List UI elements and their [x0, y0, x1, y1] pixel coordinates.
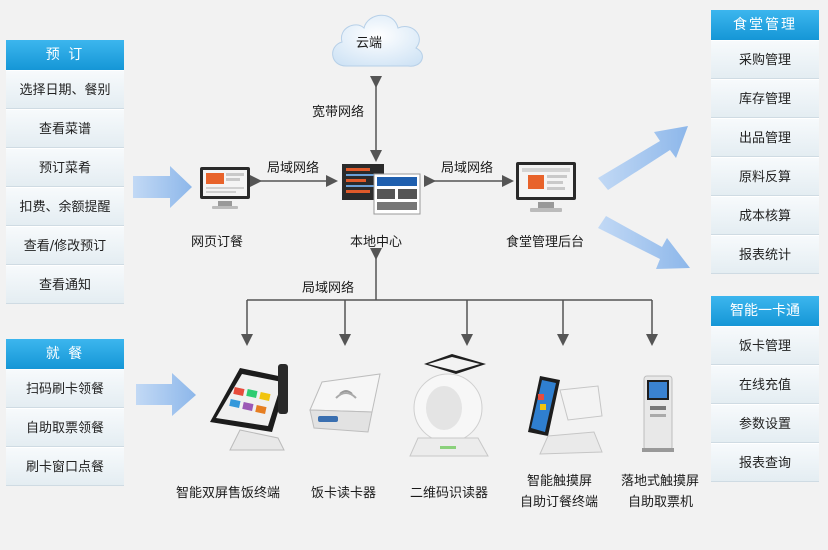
terminal-label: 落地式触摸屏	[621, 474, 700, 489]
smart-card-item[interactable]: 在线充值	[711, 365, 819, 404]
dining-to-terminals-arrow	[136, 373, 196, 416]
canteen-mgmt-item[interactable]: 报表统计	[711, 235, 819, 274]
booking-item[interactable]: 查看通知	[6, 265, 124, 304]
broadband-network-label: 宽带网络	[312, 105, 365, 120]
booking-panel: 预 订 选择日期、餐别 查看菜谱 预订菜肴 扣费、余额提醒 查看/修改预订 查看…	[6, 40, 124, 304]
dining-panel-title: 就 餐	[6, 339, 124, 369]
backend-to-canteen-arrow	[598, 126, 688, 190]
touch-ordering-terminal-icon	[528, 376, 603, 455]
dining-panel: 就 餐 扫码刷卡领餐 自助取票领餐 刷卡窗口点餐	[6, 339, 124, 486]
dining-item[interactable]: 自助取票领餐	[6, 408, 124, 447]
booking-panel-title: 预 订	[6, 40, 124, 70]
smart-card-item[interactable]: 饭卡管理	[711, 326, 819, 365]
booking-item[interactable]: 扣费、余额提醒	[6, 187, 124, 226]
terminal-label: 饭卡读卡器	[311, 486, 377, 501]
lan-right-label: 局域网络	[441, 161, 494, 176]
web-order-label: 网页订餐	[191, 235, 244, 250]
dining-item[interactable]: 扫码刷卡领餐	[6, 369, 124, 408]
smart-card-item[interactable]: 参数设置	[711, 404, 819, 443]
backend-to-card-arrow	[598, 216, 690, 269]
dual-screen-pos-icon	[210, 364, 288, 451]
terminal-label: 智能双屏售饭终端	[176, 486, 281, 501]
qr-code-reader-icon	[409, 354, 489, 457]
canteen-backend-monitor-icon	[516, 162, 576, 212]
terminal-label: 二维码识读器	[410, 486, 489, 501]
canteen-mgmt-item[interactable]: 原料反算	[711, 157, 819, 196]
terminal-label-line2: 自助取票机	[628, 495, 694, 510]
terminal-label-line2: 自助订餐终端	[520, 495, 599, 510]
floor-kiosk-icon	[642, 375, 674, 452]
canteen-mgmt-panel: 食堂管理 采购管理 库存管理 出品管理 原料反算 成本核算 报表统计	[711, 10, 819, 274]
dining-item[interactable]: 刷卡窗口点餐	[6, 447, 124, 486]
smart-card-panel: 智能一卡通 饭卡管理 在线充值 参数设置 报表查询	[711, 296, 819, 482]
booking-item[interactable]: 查看菜谱	[6, 109, 124, 148]
lan-left-label: 局域网络	[267, 161, 320, 176]
canteen-mgmt-item[interactable]: 采购管理	[711, 40, 819, 79]
canteen-mgmt-item[interactable]: 出品管理	[711, 118, 819, 157]
booking-item[interactable]: 选择日期、餐别	[6, 70, 124, 109]
canteen-mgmt-panel-title: 食堂管理	[711, 10, 819, 40]
canteen-backend-label: 食堂管理后台	[506, 235, 585, 250]
web-order-monitor-icon	[200, 167, 250, 209]
terminal-label: 智能触摸屏	[527, 474, 593, 489]
local-center-server-icon	[342, 164, 421, 215]
lan-bottom-label: 局域网络	[302, 281, 355, 296]
smart-card-panel-title: 智能一卡通	[711, 296, 819, 326]
card-reader-icon	[309, 373, 381, 433]
local-center-label: 本地中心	[350, 235, 403, 250]
canteen-mgmt-item[interactable]: 库存管理	[711, 79, 819, 118]
booking-to-web-arrow	[133, 166, 192, 208]
booking-item[interactable]: 预订菜肴	[6, 148, 124, 187]
cloud-label: 云端	[356, 36, 383, 51]
canteen-mgmt-item[interactable]: 成本核算	[711, 196, 819, 235]
cloud-icon	[332, 14, 423, 67]
smart-card-item[interactable]: 报表查询	[711, 443, 819, 482]
booking-item[interactable]: 查看/修改预订	[6, 226, 124, 265]
